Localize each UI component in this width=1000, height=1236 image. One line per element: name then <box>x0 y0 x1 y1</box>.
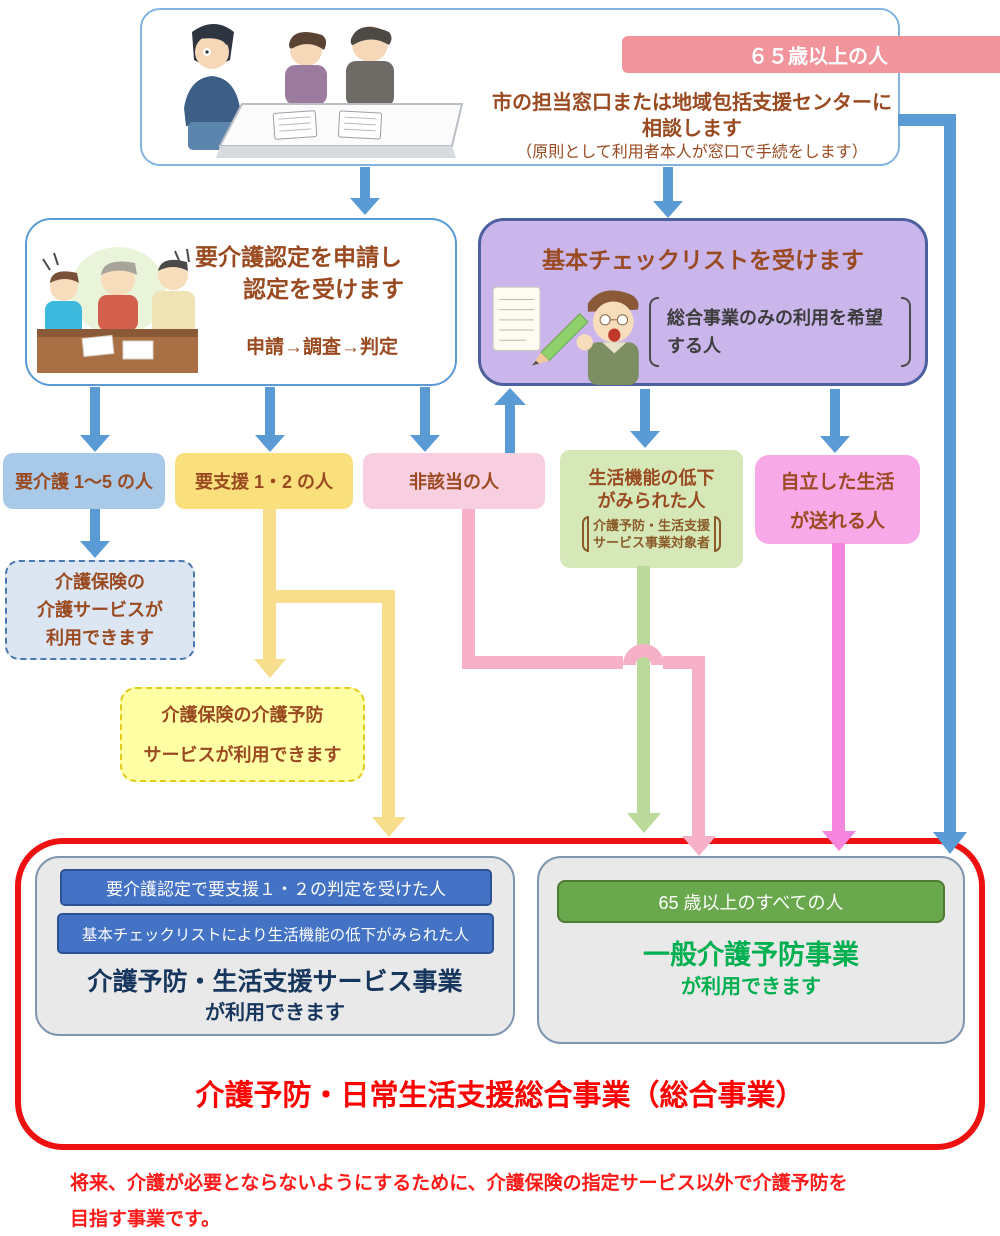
line-support-vertical <box>263 509 276 661</box>
line-noteligible-head <box>682 836 716 856</box>
apply-title-line1: 要介護認定を申請し <box>195 244 402 270</box>
apply-title-line2: 認定を受けます <box>243 276 404 302</box>
line-noteligible-horizontal-left <box>462 656 623 669</box>
certification-apply-box: 要介護認定を申請し 認定を受けます 申請→調査→判定 <box>25 218 457 386</box>
arrow-up-to-checklist-head <box>494 388 526 405</box>
age-65-badge: ６５歳以上の人 <box>622 36 1000 73</box>
apply-steps: 申請→調査→判定 <box>245 337 398 358</box>
ippan-yobo-sub: が利用できます <box>681 976 821 998</box>
bracket-right <box>901 297 911 367</box>
service-jigyo-title: 介護予防・生活支援サービス事業 <box>87 968 463 996</box>
category-care-label: 要介護 1～5 の人 <box>14 472 154 492</box>
line-support-branch-vertical <box>382 590 395 820</box>
consultation-line2: 相談します <box>642 118 742 140</box>
category-not-eligible-label: 非該当の人 <box>409 472 499 492</box>
line-decline-head <box>627 813 661 833</box>
decline-note-line2: サービス事業対象者 <box>592 534 710 550</box>
category-support-level: 要支援 1・2 の人 <box>175 453 353 509</box>
line-noteligible-vertical1 <box>462 509 475 669</box>
service-jigyo-bar1: 要介護認定で要支援１・２の判定を受けた人 <box>60 869 492 906</box>
ippan-yobo-title: 一般介護予防事業 <box>643 940 859 970</box>
line-right-horizontal <box>898 114 956 126</box>
arrow-support-shaft <box>265 387 275 436</box>
bracket-left <box>649 297 659 367</box>
line-independent-vertical <box>832 543 845 833</box>
arrow-to-checklist-shaft <box>663 167 673 203</box>
independent-label-line1: 自立した生活 <box>780 471 895 493</box>
arrow-decline-shaft <box>640 389 650 433</box>
category-not-eligible: 非該当の人 <box>363 453 545 509</box>
line-support-branch-horizontal <box>263 590 395 603</box>
decline-note-line1: 介護予防・生活支援 <box>592 517 710 533</box>
prevention-line2: サービスが利用できます <box>143 744 342 765</box>
arrow-to-checklist-head <box>653 201 683 218</box>
result-care-insurance-box: 介護保険の 介護サービスが 利用できます <box>5 560 195 660</box>
arrow-noteligible-head <box>410 435 440 452</box>
arrow-up-to-checklist-shaft <box>505 403 515 453</box>
decline-note: 介護予防・生活支援 サービス事業対象者 <box>581 515 721 552</box>
bracket-left <box>581 515 589 552</box>
consultation-line3: （原則として利用者本人が窓口で手続をします） <box>516 144 868 161</box>
checklist-title: 基本チェックリストを受けます <box>542 247 864 273</box>
line-support-head <box>254 659 286 678</box>
line-care-to-result-head <box>80 541 110 558</box>
sogo-jigyo-caption: 介護予防・日常生活支援総合事業（総合事業） <box>195 1080 805 1112</box>
category-care-level: 要介護 1～5 の人 <box>3 453 165 509</box>
arrow-independent-head <box>820 436 850 453</box>
line-crossover-hop <box>623 644 664 665</box>
prevention-line1: 介護保険の介護予防 <box>161 704 324 725</box>
category-function-decline: 生活機能の低下 がみられた人 介護予防・生活支援 サービス事業対象者 <box>560 450 743 568</box>
decline-label-line2: がみられた人 <box>597 490 706 511</box>
arrow-noteligible-shaft <box>420 387 430 436</box>
independent-label-line2: が送れる人 <box>789 510 885 532</box>
checklist-note-line2: する人 <box>667 336 721 356</box>
result-prevention-box: 介護保険の介護予防 サービスが利用できます <box>120 687 365 782</box>
checklist-note: 総合事業のみの利用を希望 する人 <box>649 297 911 367</box>
footer-line2: 目指す事業です。 <box>70 1209 221 1230</box>
line-right-vertical <box>944 114 956 834</box>
consultation-line1: 市の担当窓口または地域包括支援センターに <box>492 92 892 114</box>
checklist-illustration <box>492 286 639 385</box>
arrow-care-shaft <box>90 387 100 436</box>
line-care-to-result <box>90 509 100 543</box>
ippan-yobo-bar: 65 歳以上のすべての人 <box>557 880 945 923</box>
consultation-illustration <box>184 24 464 158</box>
category-independent: 自立した生活 が送れる人 <box>755 455 920 544</box>
bracket-right <box>714 515 721 552</box>
arrow-to-apply-head <box>350 198 380 215</box>
apply-illustration <box>37 247 198 373</box>
arrow-decline-head <box>630 431 660 448</box>
checklist-note-line1: 総合事業のみの利用を希望 <box>667 308 883 328</box>
arrow-independent-shaft <box>830 389 840 437</box>
care-insurance-line1: 介護保険の <box>55 572 145 592</box>
service-jigyo-bar2: 基本チェックリストにより生活機能の低下がみられた人 <box>57 913 494 954</box>
line-noteligible-vertical2 <box>692 656 705 838</box>
care-insurance-line3: 利用できます <box>46 628 154 648</box>
line-decline-vertical <box>637 566 650 815</box>
arrow-support-head <box>255 435 285 452</box>
line-right-head <box>933 832 967 854</box>
line-support-branch-head <box>372 817 406 837</box>
arrow-care-head <box>80 435 110 452</box>
service-jigyo-sub: が利用できます <box>205 1002 345 1024</box>
consultation-box: ６５歳以上の人 市の担当窓口または地域包括支援センターに 相談します （原則とし… <box>140 8 1000 166</box>
line-independent-head <box>822 831 856 851</box>
category-support-label: 要支援 1・2 の人 <box>194 472 334 492</box>
basic-checklist-box: 基本チェックリストを受けます 総合事業のみの利用を希望 す <box>478 218 928 386</box>
care-insurance-line2: 介護サービスが <box>37 600 163 620</box>
arrow-to-apply-shaft <box>360 167 370 200</box>
footer-line1: 将来、介護が必要とならないようにするために、介護保険の指定サービス以外で介護予防… <box>70 1173 848 1194</box>
decline-label-line1: 生活機能の低下 <box>588 467 715 488</box>
